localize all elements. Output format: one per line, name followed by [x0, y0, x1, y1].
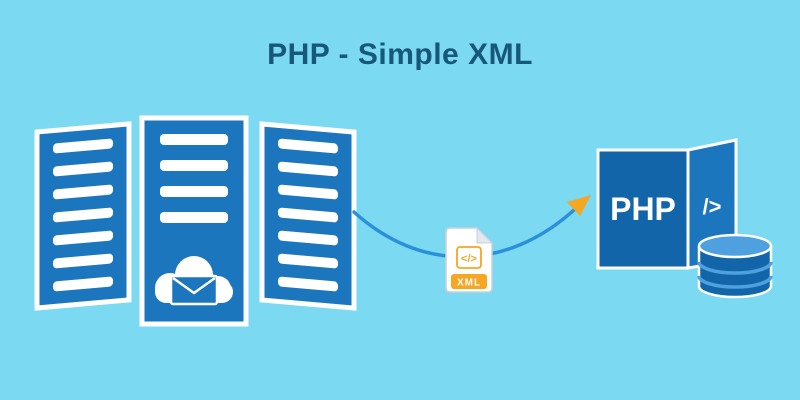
xml-file-label: XML	[457, 278, 481, 289]
database-top	[697, 233, 773, 259]
cloud-email-icon	[155, 256, 233, 306]
xml-file-icon: </> XML	[445, 226, 494, 293]
book-front-cover	[596, 148, 690, 270]
server-stack-icon	[34, 115, 357, 327]
database-ring	[697, 261, 773, 275]
arrowhead-icon	[567, 195, 591, 216]
server-vents	[53, 138, 113, 292]
server-tower-right	[259, 121, 357, 311]
page-title: PHP - Simple XML	[267, 38, 533, 71]
server-vents	[160, 134, 228, 223]
server-vents	[278, 138, 338, 292]
server-tower-middle	[139, 115, 249, 327]
folded-corner	[476, 226, 494, 244]
database-ring	[697, 275, 773, 289]
code-symbol-frame	[456, 246, 482, 269]
envelope-icon	[169, 274, 219, 306]
xml-code-symbol: </>	[461, 253, 477, 265]
database-icon	[697, 233, 773, 299]
server-tower-left	[34, 121, 132, 311]
php-code-symbol: />	[703, 194, 722, 219]
php-label: PHP	[610, 191, 676, 227]
xml-label-banner	[451, 274, 487, 289]
